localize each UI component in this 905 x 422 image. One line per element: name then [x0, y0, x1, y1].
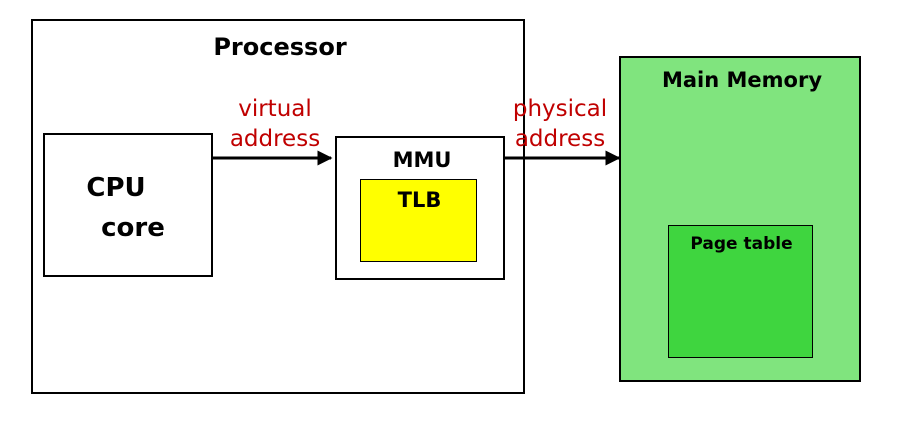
- main-memory-box: Main Memory: [619, 56, 861, 382]
- tlb-title: TLB: [397, 188, 442, 212]
- main-memory-title: Main Memory: [661, 68, 823, 92]
- tlb-box: TLB: [360, 179, 477, 262]
- processor-title: Processor: [213, 33, 347, 61]
- physical-address-label: physical address: [508, 94, 612, 154]
- virtual-address-line1: virtual: [238, 96, 312, 122]
- core-label: core: [101, 213, 165, 243]
- virtual-address-line2: address: [229, 126, 321, 152]
- page-table-title: Page table: [690, 234, 793, 254]
- cpu-label: CPU: [86, 173, 146, 203]
- cpu-core-box: CPU core: [43, 133, 213, 277]
- page-table-box: Page table: [668, 225, 813, 358]
- physical-address-line1: physical: [512, 96, 608, 122]
- mmu-title: MMU: [392, 148, 452, 172]
- virtual-address-label: virtual address: [225, 94, 325, 154]
- physical-address-line2: address: [514, 126, 606, 152]
